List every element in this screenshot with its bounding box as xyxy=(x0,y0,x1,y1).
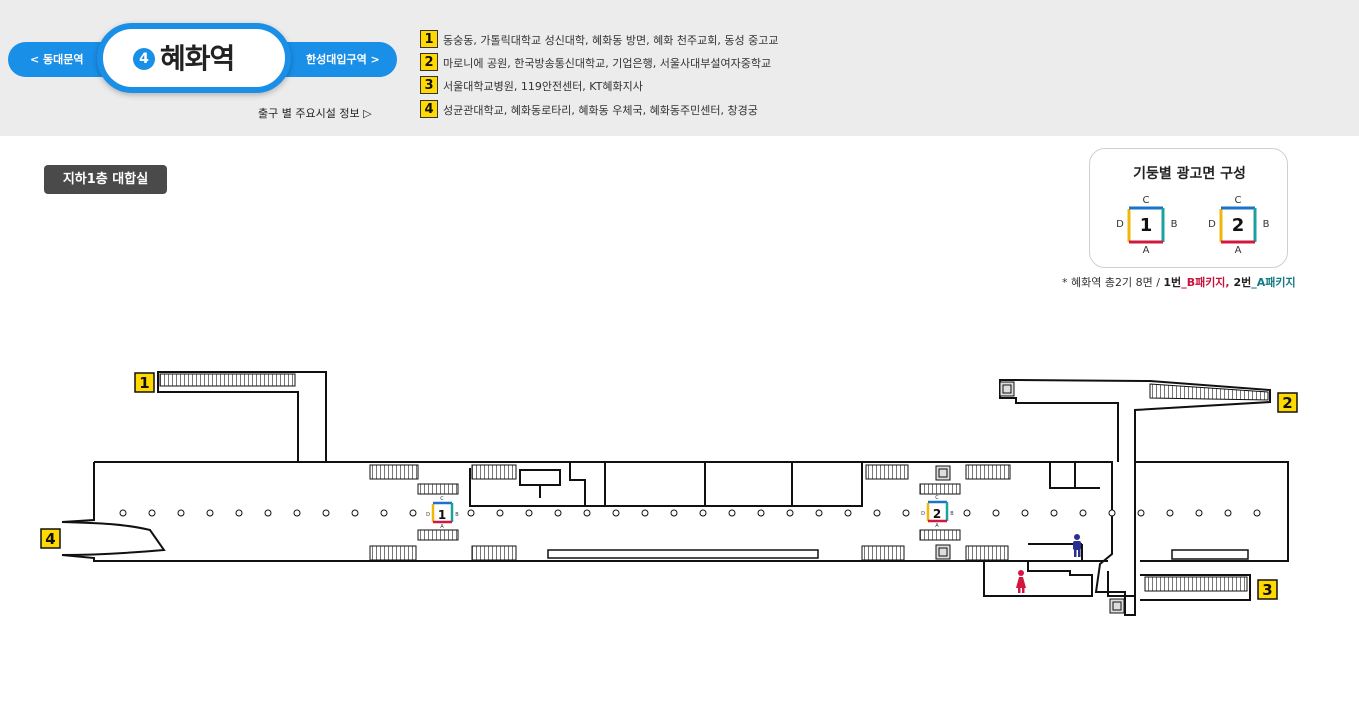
escalator-icon xyxy=(471,464,517,480)
ad-note-package-b: _B패키지, xyxy=(1181,276,1230,289)
exit-marker-1[interactable]: 1 xyxy=(134,372,155,393)
exit-number-badge: 2 xyxy=(420,53,438,71)
exit-marker-label: 4 xyxy=(45,530,55,548)
marker-face-c: C xyxy=(440,496,444,502)
face-label-c: C xyxy=(1235,195,1242,206)
prev-station-button[interactable]: < 동대문역 xyxy=(30,53,84,66)
exit-marker-4[interactable]: 4 xyxy=(40,528,61,549)
exit-description: 성균관대학교, 혜화동로타리, 혜화동 우체국, 혜화동주민센터, 창경궁 xyxy=(443,104,758,117)
ad-column-marker-1[interactable]: 1 C D B A xyxy=(426,496,459,530)
stairs-icon xyxy=(417,529,459,541)
ad-note-column-1: 1번 xyxy=(1163,276,1182,289)
face-label-d: D xyxy=(1208,219,1216,230)
ad-column-number: 1 xyxy=(1140,215,1153,236)
marker-face-d: D xyxy=(921,511,925,517)
ad-note-column-2: 2번 xyxy=(1229,276,1252,289)
ad-config-diagram: 1 C D B A 2 C D B A xyxy=(1116,195,1269,256)
marker-face-b: B xyxy=(950,511,954,517)
face-label-c: C xyxy=(1143,195,1150,206)
mens-restroom-icon xyxy=(1073,534,1081,557)
concourse-floor-map: 1 C D B A 2 C D B A 1 2 3 xyxy=(40,371,1298,616)
column-marker-number: 1 xyxy=(438,508,446,522)
exit-description: 마로니에 공원, 한국방송통신대학교, 기업은행, 서울사대부설여자중학교 xyxy=(443,57,772,70)
marker-face-b: B xyxy=(455,512,459,518)
face-label-d: D xyxy=(1116,219,1124,230)
face-label-a: A xyxy=(1235,245,1242,256)
escalator-icon xyxy=(865,464,909,480)
elevator-icon xyxy=(935,544,951,560)
ad-package-note: * 혜화역 총2기 8면 / 1번_B패키지, 2번_A패키지 xyxy=(1062,274,1296,290)
face-label-b: B xyxy=(1263,219,1270,230)
exit-description: 동숭동, 가톨릭대학교 성신대학, 혜화동 방면, 혜화 천주교회, 동성 중고… xyxy=(443,34,779,47)
stairs-icon xyxy=(417,483,459,495)
elevator-icon xyxy=(935,465,951,481)
elevator-icon xyxy=(999,381,1015,397)
escalator-icon xyxy=(1149,383,1269,401)
ad-note-package-a: _A패키지 xyxy=(1251,276,1296,289)
ad-column-number: 2 xyxy=(1232,215,1245,236)
line-number-badge: 4 xyxy=(133,48,155,70)
counter xyxy=(1171,549,1249,560)
ad-column-2: 2 C D B A xyxy=(1208,195,1269,256)
escalator-icon xyxy=(965,464,1011,480)
ad-note-prefix: * 혜화역 총2기 8면 / xyxy=(1062,276,1164,289)
current-station-pill xyxy=(97,23,291,93)
marker-face-d: D xyxy=(426,512,430,518)
column-marker-number: 2 xyxy=(933,507,941,521)
pillar-dots xyxy=(119,509,1261,517)
exit-marker-2[interactable]: 2 xyxy=(1277,392,1298,413)
ad-column-1: 1 C D B A xyxy=(1116,195,1177,256)
elevators xyxy=(935,381,1125,614)
exit-marker-label: 2 xyxy=(1282,394,1292,412)
station-name: 혜화역 xyxy=(160,42,235,75)
escalator-icon xyxy=(369,545,417,561)
floor-label: 지하1층 대합실 xyxy=(44,165,167,194)
exit-marker-3[interactable]: 3 xyxy=(1257,579,1278,600)
marker-face-a: A xyxy=(935,523,939,529)
escalator-icon xyxy=(471,545,517,561)
escalator-icon xyxy=(861,545,905,561)
exit-marker-label: 1 xyxy=(139,374,149,392)
escalator-icon xyxy=(965,545,1009,561)
ad-config-card: 기둥별 광고면 구성 1 C D B A 2 C xyxy=(1089,148,1288,268)
face-label-b: B xyxy=(1171,219,1178,230)
escalators xyxy=(159,373,1269,592)
concourse-walls xyxy=(61,371,1289,616)
marker-face-c: C xyxy=(935,495,939,501)
face-label-a: A xyxy=(1143,245,1150,256)
elevator-icon xyxy=(1109,598,1125,614)
next-station-button[interactable]: 한성대입구역 > xyxy=(306,53,380,66)
stairs-icon xyxy=(919,483,961,495)
ad-config-title: 기둥별 광고면 구성 xyxy=(1133,166,1246,182)
header-band: < 동대문역 한성대입구역 > 4 혜화역 출구 별 주요시설 정보 ▷ 1 동… xyxy=(0,0,1359,136)
ad-column-marker-2[interactable]: 2 C D B A xyxy=(921,495,954,529)
stairs-icon xyxy=(919,529,961,541)
escalator-icon xyxy=(1144,576,1248,592)
womens-restroom-icon xyxy=(1016,570,1026,593)
exit-number-badge: 3 xyxy=(420,76,438,94)
exit-number-badge: 4 xyxy=(420,100,438,118)
exit-marker-label: 3 xyxy=(1262,581,1272,599)
escalator-icon xyxy=(369,464,419,480)
exit-description: 서울대학교병원, 119안전센터, KT혜화지사 xyxy=(443,80,643,93)
ticket-barrier xyxy=(547,549,819,559)
exit-number-badge: 1 xyxy=(420,30,438,48)
escalator-icon xyxy=(159,373,296,387)
exit-facilities-link[interactable]: 출구 별 주요시설 정보 ▷ xyxy=(258,107,372,120)
marker-face-a: A xyxy=(440,524,444,530)
